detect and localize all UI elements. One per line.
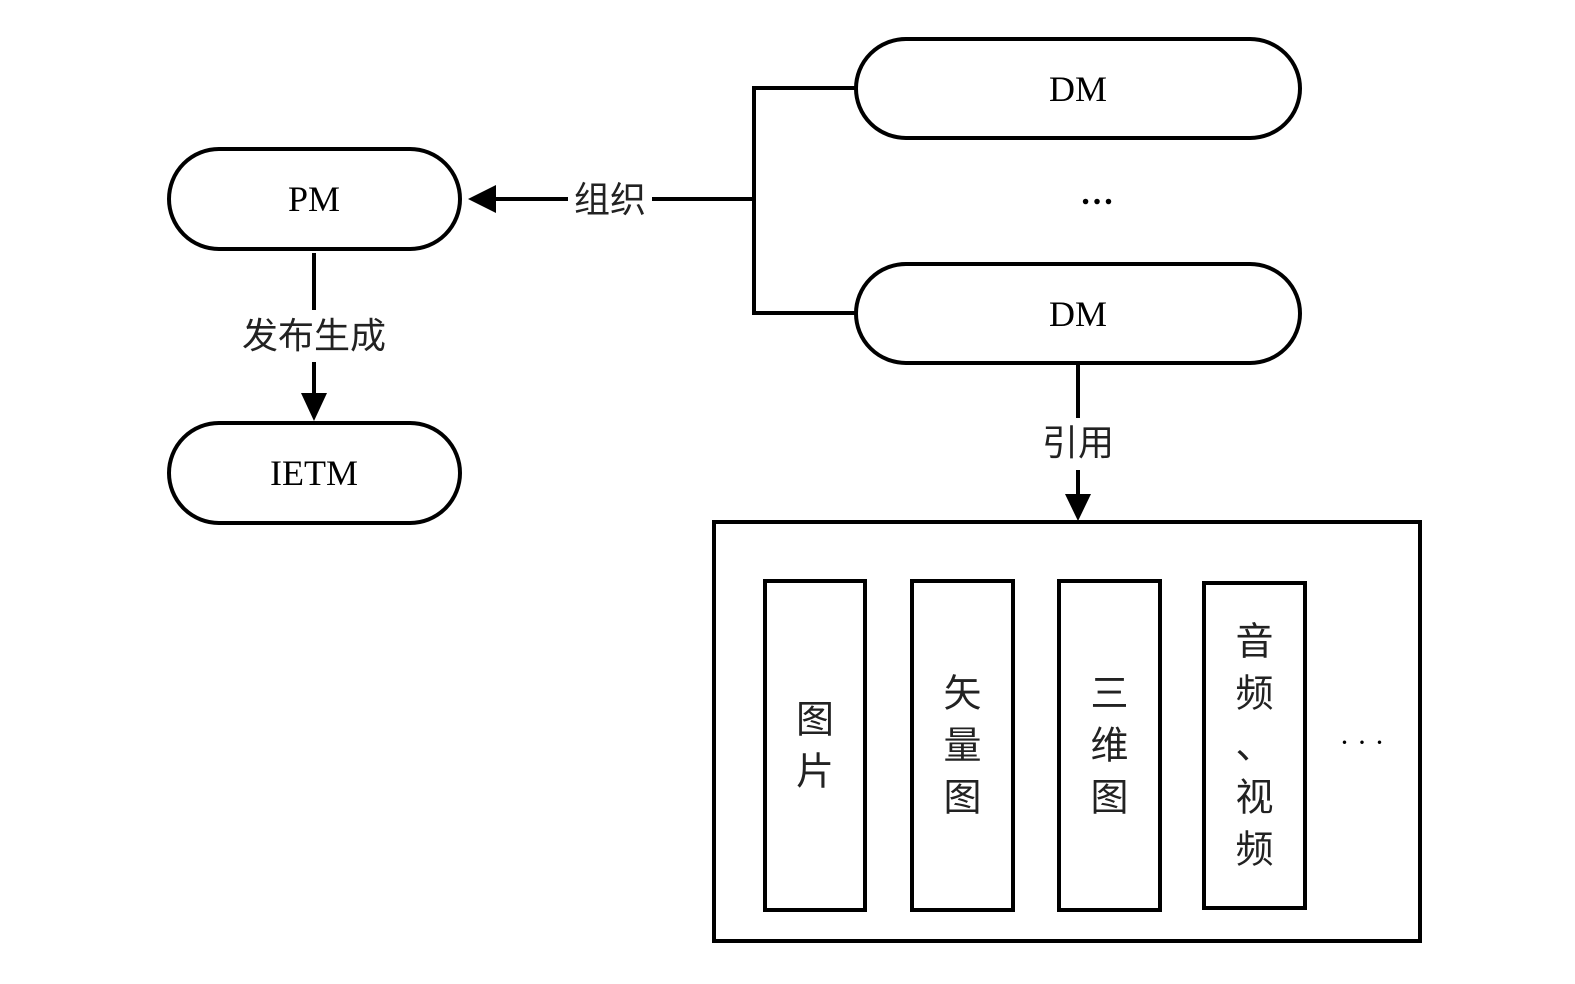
dm-bottom-label: DM [1049, 294, 1107, 334]
dm-node-top[interactable]: DM [854, 37, 1302, 140]
resource-item-char: 片 [796, 750, 834, 794]
resource-item-char: 量 [943, 724, 981, 768]
resource-item-char: 频 [1235, 672, 1273, 716]
resource-item-box [910, 579, 1015, 912]
resource-item-char: 维 [1090, 724, 1128, 768]
resource-item[interactable]: 矢量图 [910, 579, 1015, 912]
resource-item-box [1202, 581, 1307, 910]
ietm-node-shape [167, 421, 462, 525]
resource-item-box [763, 579, 867, 912]
ietm-node-label: IETM [270, 453, 358, 493]
resource-more-ellipsis: · · · [1340, 726, 1385, 759]
pm-node-shape [167, 147, 462, 251]
reference-edge: 引用 [1042, 363, 1114, 521]
pm-node-label: PM [288, 179, 340, 219]
resource-item-char: 视 [1235, 776, 1273, 820]
reference-label: 引用 [1042, 423, 1114, 464]
resource-item[interactable]: 音频、视频 [1202, 581, 1307, 910]
dm-node-bottom[interactable]: DM [854, 262, 1302, 365]
organize-label: 组织 [574, 180, 646, 221]
resource-item-char: 矢 [943, 672, 981, 716]
resource-item[interactable]: 三维图 [1057, 579, 1162, 912]
resource-item-char: 音 [1235, 620, 1273, 664]
resource-item-box [1057, 579, 1162, 912]
resource-item-char: 三 [1090, 672, 1128, 716]
resource-item[interactable]: 图片 [763, 579, 867, 912]
bracket-line [752, 86, 856, 315]
ietm-node[interactable]: IETM [167, 421, 462, 525]
dm-ellipsis: … [1080, 175, 1114, 212]
resource-item-char: 、 [1235, 724, 1273, 768]
dm-bracket-connector: 组织 [468, 86, 856, 315]
resource-item-char: 图 [943, 776, 981, 820]
reference-arrowhead-icon [1065, 494, 1091, 521]
dm-top-label: DM [1049, 69, 1107, 109]
resource-item-char: 频 [1235, 828, 1273, 872]
publish-edge: 发布生成 [242, 253, 386, 421]
publish-label: 发布生成 [242, 316, 386, 357]
resource-item-char: 图 [796, 698, 834, 742]
organize-arrowhead-icon [468, 185, 496, 213]
resource-item-char: 图 [1090, 776, 1128, 820]
pm-node[interactable]: PM [167, 147, 462, 251]
publish-arrowhead-icon [301, 393, 327, 421]
